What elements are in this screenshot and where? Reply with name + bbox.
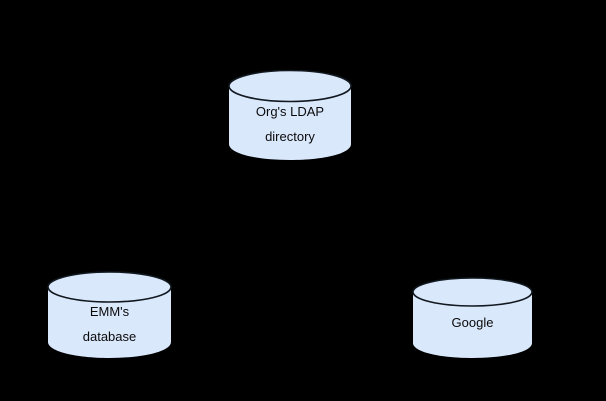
cylinder-node-ldap[interactable]: Org's LDAP directory [228,69,352,161]
cylinder-shape-ldap [228,69,352,160]
cylinder-node-emm[interactable]: EMM's database [47,271,172,359]
cylinder-shape-google [412,277,533,358]
cylinder-node-google[interactable]: Google [412,277,533,359]
cylinder-shape-emm [47,271,172,358]
